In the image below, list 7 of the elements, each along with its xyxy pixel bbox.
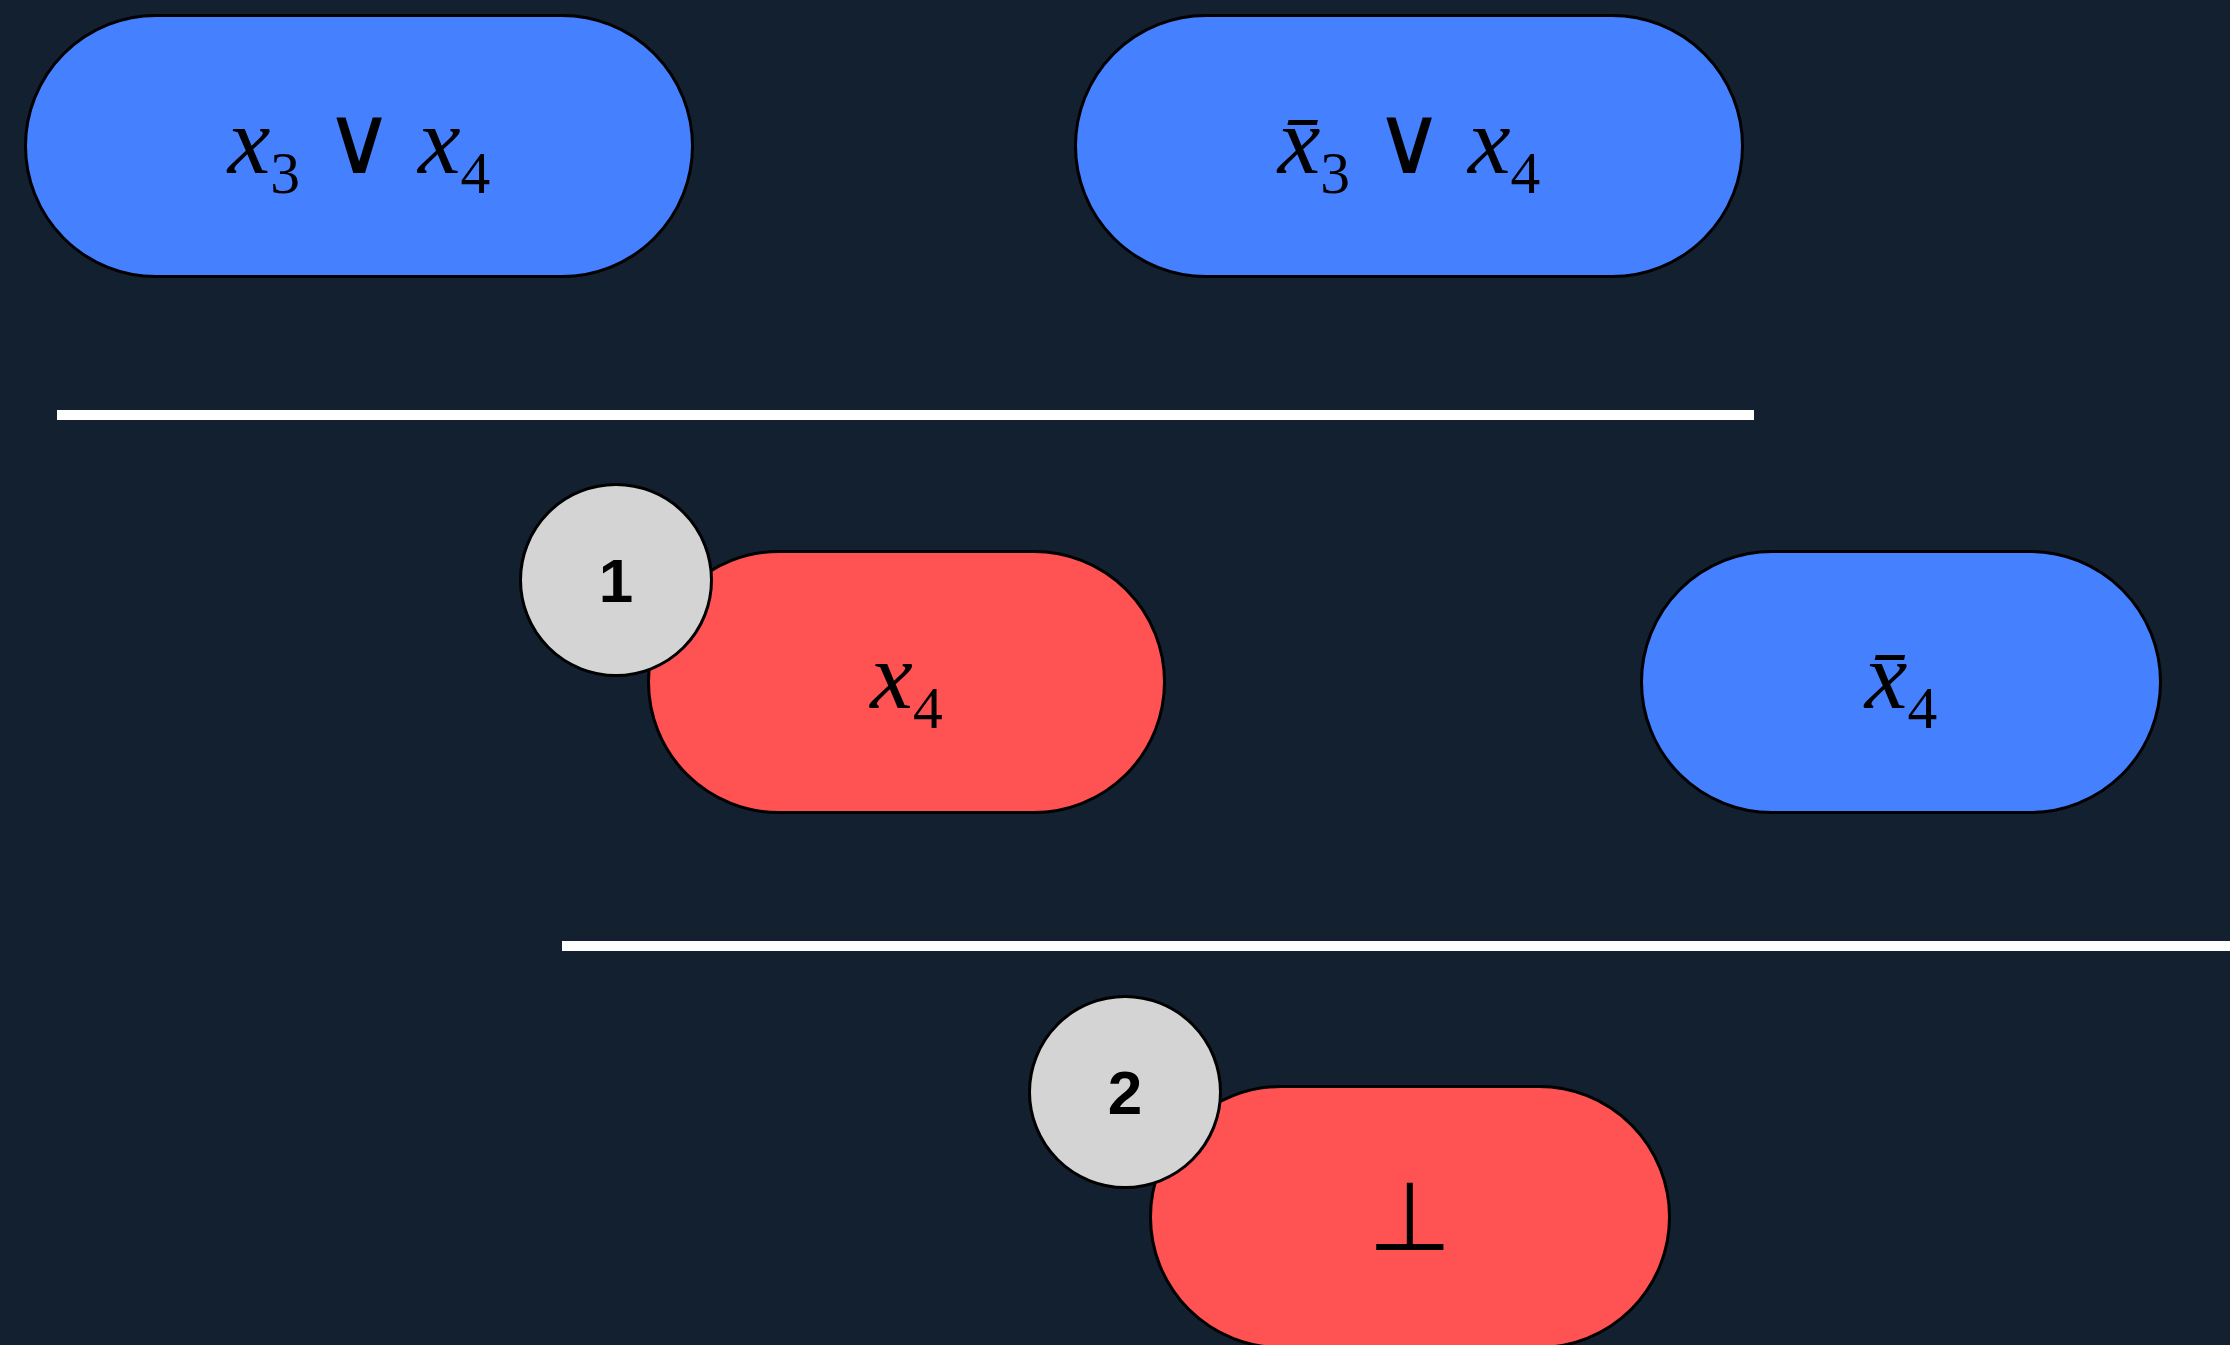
clause-formula: x̄$_{3}$ ∨ x$_{4}$	[1277, 85, 1541, 209]
step-number: 2	[1107, 1056, 1143, 1128]
clause-formula: ⊥	[1368, 1163, 1452, 1273]
clause-formula: x$_{4}$	[870, 621, 943, 744]
clause-formula: x$_{3}$ ∨ x$_{4}$	[227, 85, 491, 209]
step-number: 1	[598, 544, 634, 616]
clause-formula: x̄$_{4}$	[1864, 621, 1938, 744]
